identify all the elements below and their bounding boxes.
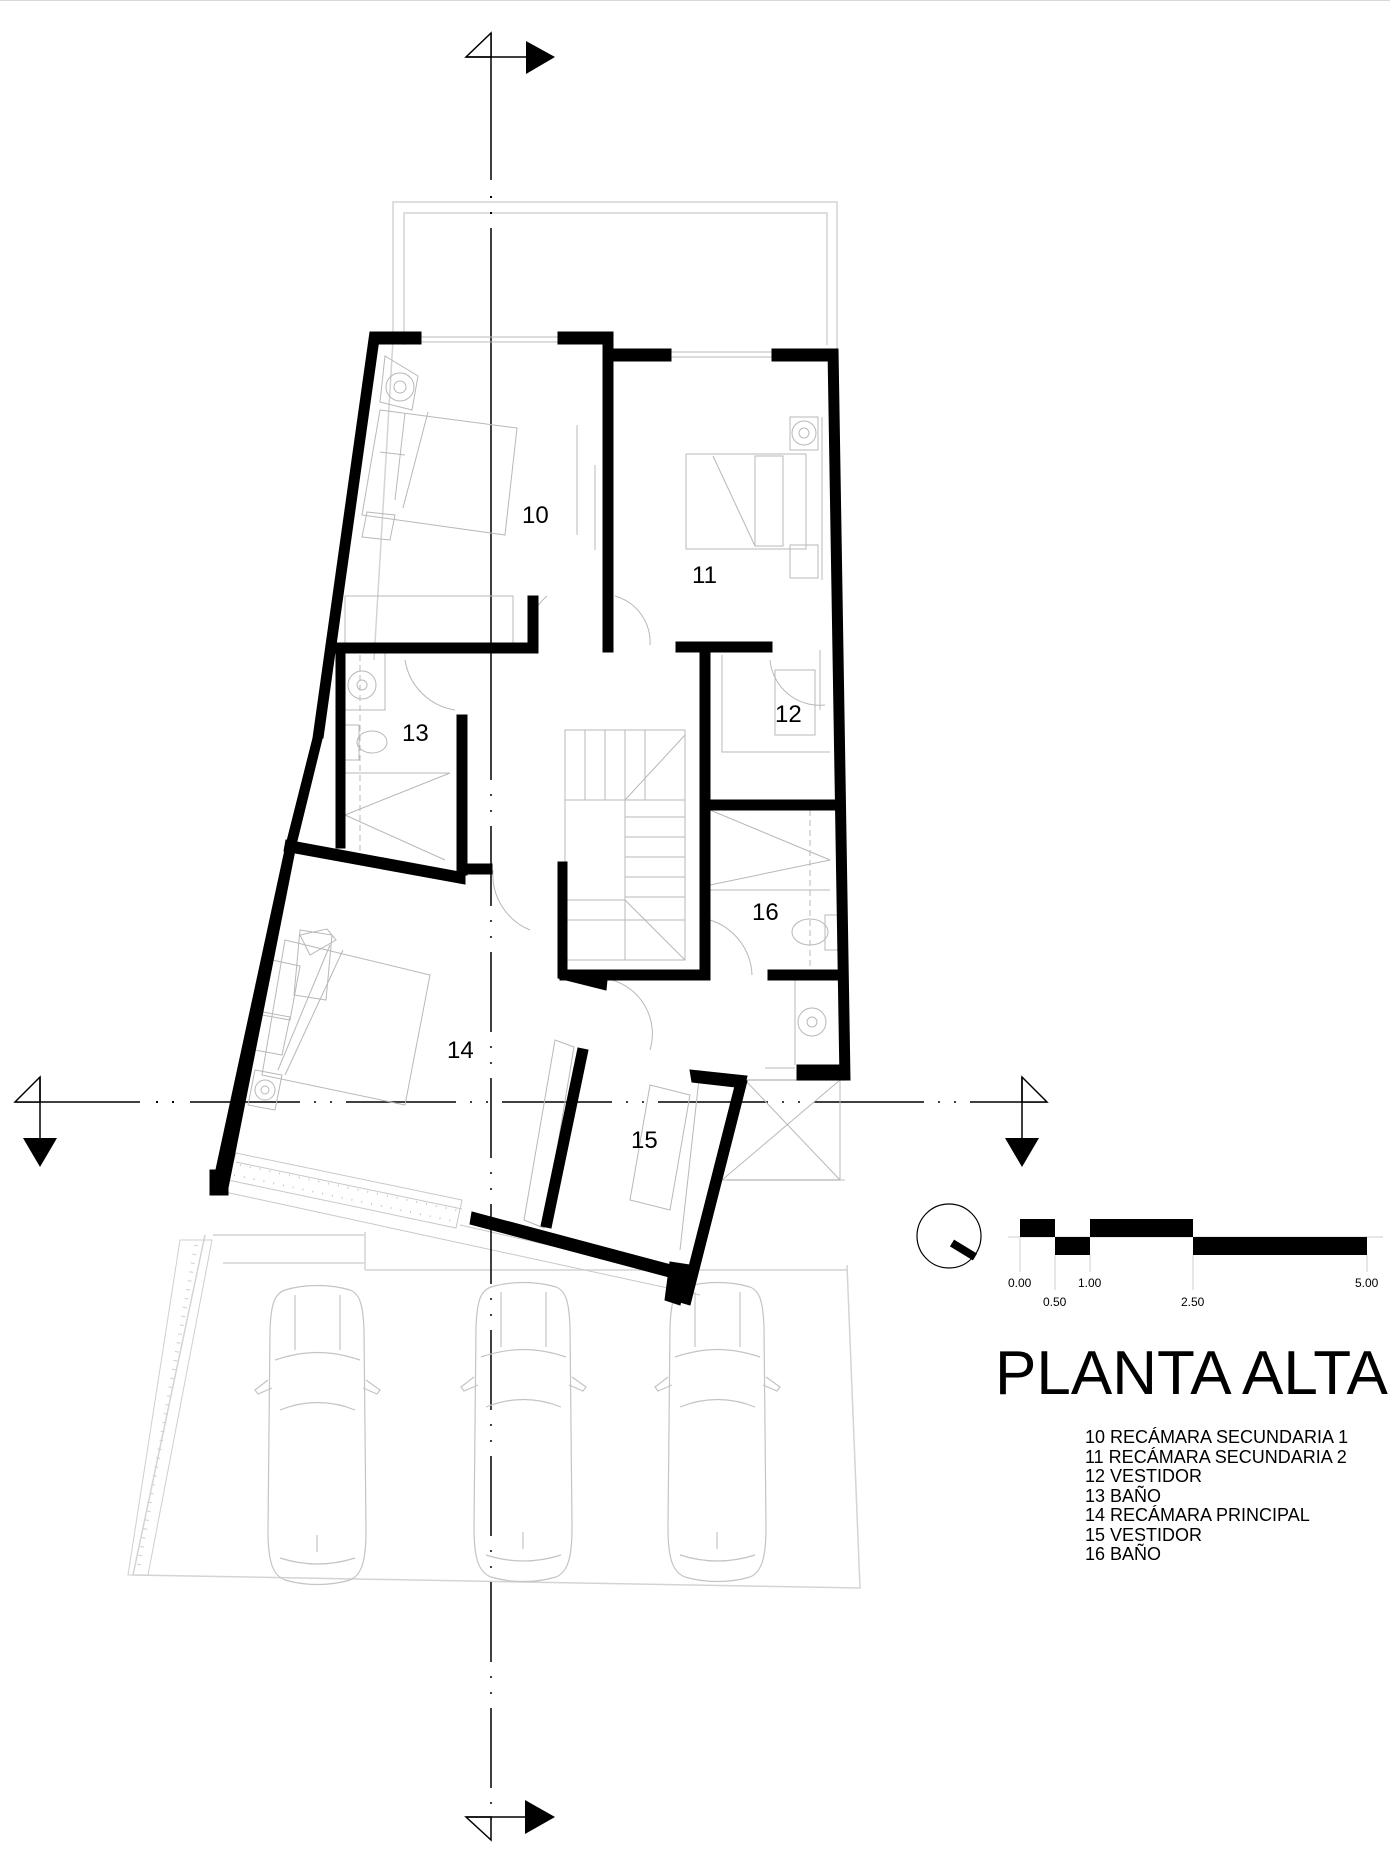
room-label-12: 12 bbox=[775, 701, 802, 728]
scale-tick-2-5: 2.50 bbox=[1181, 1295, 1205, 1309]
scale-tick-1: 1.00 bbox=[1078, 1276, 1102, 1290]
room-label-11: 11 bbox=[692, 562, 717, 589]
terrace-dotted bbox=[224, 1152, 701, 1296]
legend-item: 16 BAÑO bbox=[1085, 1544, 1162, 1564]
walls bbox=[209, 331, 851, 1306]
room-label-14: 14 bbox=[447, 1037, 474, 1064]
room-legend: 10 RECÁMARA SECUNDARIA 1 11 RECÁMARA SEC… bbox=[1085, 1427, 1349, 1565]
drawing-title: PLANTA ALTA bbox=[995, 1339, 1388, 1408]
north-arrow-icon bbox=[916, 1203, 982, 1269]
room-labels: 10 11 12 13 14 15 16 bbox=[402, 502, 802, 1154]
legend-item: 15 VESTIDOR bbox=[1085, 1524, 1203, 1545]
room-label-15: 15 bbox=[631, 1127, 658, 1154]
section-marker-top bbox=[464, 31, 555, 74]
scale-tick-0: 0.00 bbox=[1008, 1276, 1032, 1290]
scale-bar bbox=[1008, 1219, 1383, 1290]
top-border bbox=[0, 0, 1390, 1]
legend-item: 12 VESTIDOR bbox=[1085, 1466, 1203, 1486]
legend-item: 10 RECÁMARA SECUNDARIA 1 bbox=[1085, 1427, 1349, 1447]
room-label-16: 16 bbox=[752, 899, 779, 926]
legend-item: 11 RECÁMARA SECUNDARIA 2 bbox=[1085, 1446, 1347, 1467]
section-marker-bottom bbox=[464, 1800, 555, 1842]
planter-strip bbox=[127, 1239, 213, 1576]
scale-tick-5: 5.00 bbox=[1355, 1276, 1379, 1290]
section-marker-left bbox=[13, 1075, 57, 1167]
section-marker-right bbox=[1005, 1075, 1049, 1167]
scale-tick-0-5: 0.50 bbox=[1043, 1295, 1067, 1309]
car-topview-icon bbox=[254, 1281, 781, 1586]
legend-item: 14 RECÁMARA PRINCIPAL bbox=[1085, 1505, 1310, 1525]
room-label-13: 13 bbox=[402, 720, 429, 747]
legend-item: 13 BAÑO bbox=[1085, 1485, 1162, 1506]
room-label-10: 10 bbox=[522, 502, 549, 529]
